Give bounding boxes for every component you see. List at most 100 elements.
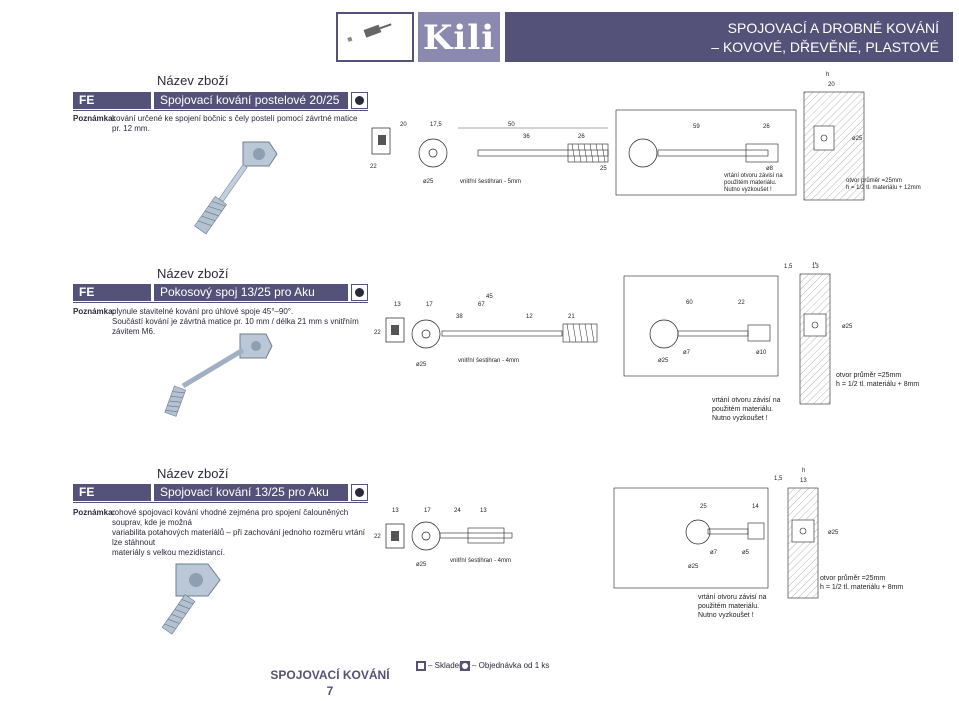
hex-label: vnitřní šestihran - 5mm — [460, 179, 521, 185]
stock-indicator-icon — [351, 92, 368, 109]
product-name: Spojovací kování postelové 20/25 pro Aku — [154, 92, 348, 124]
side-note-line: otvor průměr =25mm — [820, 574, 885, 582]
dim-label: 45 — [486, 294, 493, 300]
dim-label: 22 — [738, 300, 745, 306]
note-text: kování určené ke spojení bočnic s čely p… — [112, 114, 358, 133]
note-label: Poznámka: — [73, 307, 116, 316]
note-star-line: použitém materiálu. — [724, 180, 777, 186]
stock-indicator-icon — [351, 484, 368, 501]
divider — [73, 502, 368, 503]
header-band: SPOJOVACÍ A DROBNÉ KOVÁNÍ – KOVOVÉ, DŘEV… — [505, 12, 953, 62]
diameter-label: ø25 — [416, 362, 427, 368]
diameter-label: ø25 — [423, 179, 434, 185]
dim-label: 24 — [454, 508, 461, 514]
product-block: Název zboží FE 0431.2600 Spojovací kován… — [0, 462, 959, 662]
product-code: FE 0431.1720 — [73, 284, 151, 316]
product-photo — [194, 141, 278, 235]
dim-label: 13 — [392, 508, 399, 514]
dim-label: 22 — [370, 164, 377, 170]
footer-title: SPOJOVACÍ KOVÁNÍ — [270, 668, 390, 682]
side-note-line: h = 1/2 tl. materiálu + 8mm — [820, 584, 903, 591]
dim-label: 50 — [508, 122, 515, 128]
note-star-line: vrtání otvoru závisí na — [712, 397, 781, 404]
product-code: FE 0431.3501 — [73, 92, 151, 124]
dim-label: 17 — [424, 508, 431, 514]
dim-label: ø7 — [683, 350, 691, 356]
note-star-line: Nutno vyzkoušet ! — [712, 415, 768, 422]
note-label: Poznámka: — [73, 114, 116, 123]
dim-label: 1,5 — [774, 476, 783, 482]
dim-label: 26 — [578, 134, 585, 140]
dim-label: 14 — [752, 504, 759, 510]
dim-label: 22 — [374, 330, 381, 336]
brand-logo-text: Kili — [422, 18, 496, 58]
page-number: 7 — [326, 684, 334, 698]
product-name: Spojovací kování 13/25 pro Aku — [154, 484, 348, 501]
screw-thumbnail-icon — [347, 23, 392, 42]
note-star-line: vrtání otvoru závisí na — [698, 594, 767, 601]
dim-label: ø10 — [756, 350, 767, 356]
product-code: FE 0431.2600 — [73, 484, 151, 516]
brand-logo: Kili — [418, 12, 500, 62]
dim-label: 17,5 — [430, 122, 442, 128]
product-name-label: Název zboží — [157, 266, 229, 281]
dim-label: ø25 — [828, 530, 839, 536]
header-title-line1: SPOJOVACÍ A DROBNÉ KOVÁNÍ — [727, 20, 939, 36]
dim-label: 38 — [456, 314, 463, 320]
dim-label: 20 — [828, 82, 835, 88]
product-photo — [161, 563, 221, 635]
dim-label: 1,5 — [784, 264, 793, 270]
dim-label: 13 — [812, 264, 819, 270]
dim-label: 25 — [700, 504, 707, 510]
legend-stock-text: – Skladem — [428, 661, 466, 670]
dim-label: 26 — [763, 124, 770, 130]
product-name-label: Název zboží — [157, 73, 229, 88]
divider — [73, 110, 368, 111]
dim-label: 13 — [480, 508, 487, 514]
dim-label: 36 — [523, 134, 530, 140]
product-name-label: Název zboží — [157, 466, 229, 481]
note-star-line: použitém materiálu. — [698, 603, 759, 610]
dim-label: h — [813, 262, 816, 266]
diameter-label: ø25 — [416, 562, 427, 568]
product-block: Název zboží FE 0431.1720 Pokosový spoj 1… — [0, 262, 959, 462]
header-product-thumbnail — [336, 12, 414, 62]
note-text: rohové spojovací kování vhodné zejména p… — [112, 508, 366, 557]
dim-label: 13 — [800, 478, 807, 484]
note-star-line: Nutno vyzkoušet ! — [724, 187, 772, 193]
dim-label: 17 — [426, 302, 433, 308]
dim-label: 67 — [478, 302, 485, 308]
divider — [73, 302, 368, 303]
dim-label: ø5 — [742, 550, 750, 556]
dim-label: 25 — [600, 166, 607, 172]
dim-label: 60 — [686, 300, 693, 306]
technical-drawing: 13 17 24 13 22 ø25 vnitřní šestihran - 4… — [374, 468, 903, 619]
hex-label: vnitřní šestihran - 4mm — [458, 358, 519, 364]
dim-label: h — [802, 468, 805, 474]
note-text: plynule stavitelné kování pro úhlové spo… — [112, 307, 359, 336]
side-note-line: otvor průměr =25mm — [836, 371, 901, 379]
dim-label: 20 — [400, 122, 407, 128]
technical-drawing: 20 17,5 50 36 26 25 22 ø25 vnitřní šesti… — [370, 72, 921, 201]
dim-label: 22 — [374, 534, 381, 540]
product-photo — [164, 333, 273, 417]
dim-label: 12 — [526, 314, 533, 320]
note-label: Poznámka: — [73, 508, 116, 517]
stock-legend-icon — [416, 661, 426, 671]
order-legend-icon — [460, 661, 470, 671]
hex-label: vnitřní šestihran - 4mm — [450, 558, 511, 564]
diameter-label: ø25 — [658, 358, 669, 364]
legend-order-text: – Objednávka od 1 ks — [472, 661, 550, 670]
product-name: Pokosový spoj 13/25 pro Aku — [154, 284, 348, 301]
dim-label: 59 — [693, 124, 700, 130]
dim-label: ø8 — [766, 166, 774, 172]
side-note-line: otvor průměr =25mm — [846, 177, 902, 184]
product-block: Název zboží FE 0431.3501 Spojovací kován… — [0, 70, 959, 260]
note-star-line: použitém materiálu. — [712, 406, 773, 413]
note-star-line: vrtání otvoru závisí na — [724, 173, 783, 179]
header-title-line2: – KOVOVÉ, DŘEVĚNÉ, PLASTOVÉ — [711, 39, 939, 55]
stock-indicator-icon — [351, 284, 368, 301]
diameter-label: ø25 — [688, 564, 699, 570]
dim-label: h — [826, 72, 829, 78]
dim-label: ø7 — [710, 550, 718, 556]
